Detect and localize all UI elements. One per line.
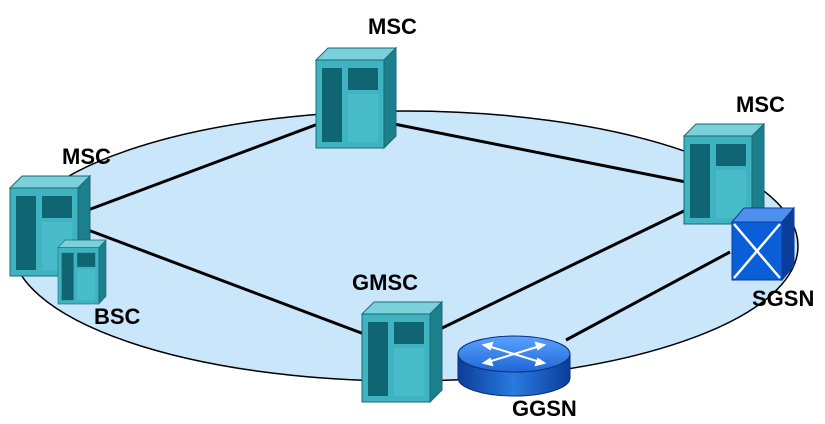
- link-ggsn-to-sgsn: [565, 250, 731, 342]
- bsc-label: BSC: [94, 304, 141, 329]
- msc-left-label: MSC: [62, 144, 111, 169]
- msc-left-node: MSC: [9, 144, 111, 277]
- link-gmsc-to-msc-right: [437, 208, 687, 332]
- server-tower-icon: [57, 239, 107, 305]
- ggsn-label: GGSN: [512, 396, 577, 421]
- gmsc-label: GMSC: [352, 270, 418, 295]
- msc-top-node: MSC: [315, 14, 417, 149]
- server-tower-icon: [315, 47, 397, 149]
- switch-cube-icon: [730, 206, 796, 282]
- link-msc-left-to-msc-top: [87, 122, 319, 212]
- msc-right-label: MSC: [736, 92, 785, 117]
- server-tower-icon: [361, 301, 443, 403]
- sgsn-node: SGSN: [730, 206, 814, 311]
- router-icon: [457, 335, 571, 397]
- sgsn-label: SGSN: [752, 286, 814, 311]
- msc-right-node: MSC: [683, 92, 785, 225]
- link-msc-top-to-msc-right: [393, 122, 687, 184]
- link-msc-left-to-gmsc: [87, 228, 365, 336]
- bsc-node: BSC: [57, 239, 141, 329]
- msc-top-label: MSC: [368, 14, 417, 39]
- ggsn-node: GGSN: [457, 335, 577, 421]
- gmsc-node: GMSC: [352, 270, 443, 403]
- links: [87, 122, 731, 342]
